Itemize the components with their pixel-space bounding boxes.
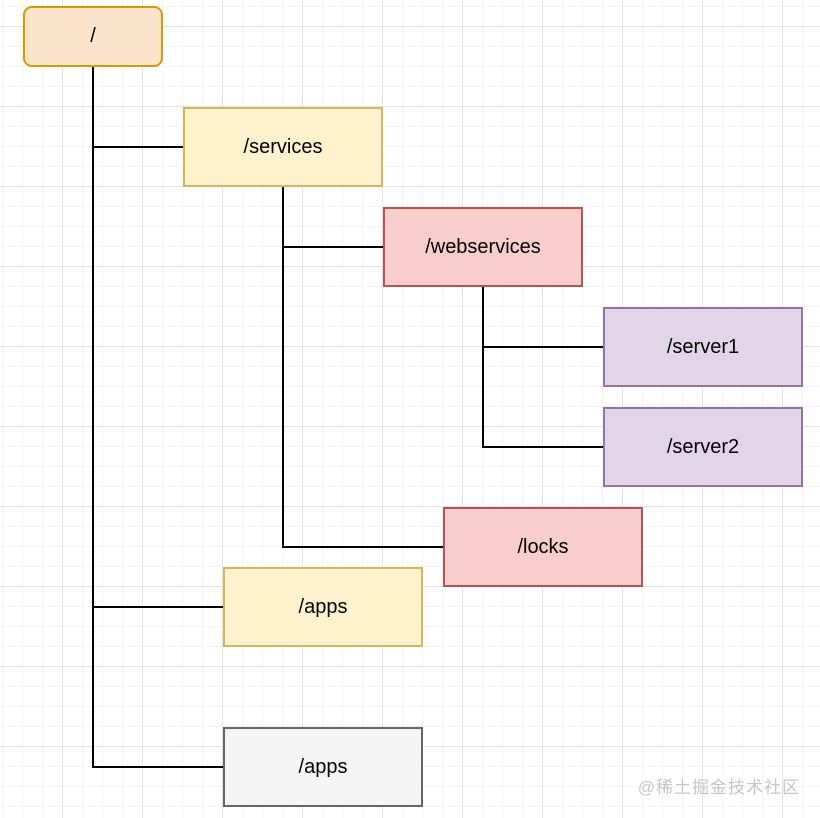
tree-node-server1: /server1	[603, 307, 803, 387]
tree-node-locks: /locks	[443, 507, 643, 587]
edge-root-services	[92, 67, 183, 148]
edge-webservices-server1	[482, 287, 603, 348]
tree-node-server2: /server2	[603, 407, 803, 487]
tree-node-apps-2: /apps	[223, 727, 423, 807]
tree-node-services: /services	[183, 107, 383, 187]
tree-node-root: /	[23, 6, 163, 67]
tree-node-apps-1: /apps	[223, 567, 423, 647]
edge-root-apps-2	[92, 67, 223, 768]
tree-node-webservices: /webservices	[383, 207, 583, 287]
watermark: @稀土掘金技术社区	[637, 778, 800, 797]
edge-services-locks	[282, 187, 443, 548]
edge-webservices-server2	[482, 287, 603, 448]
edge-services-webservices	[282, 187, 383, 248]
